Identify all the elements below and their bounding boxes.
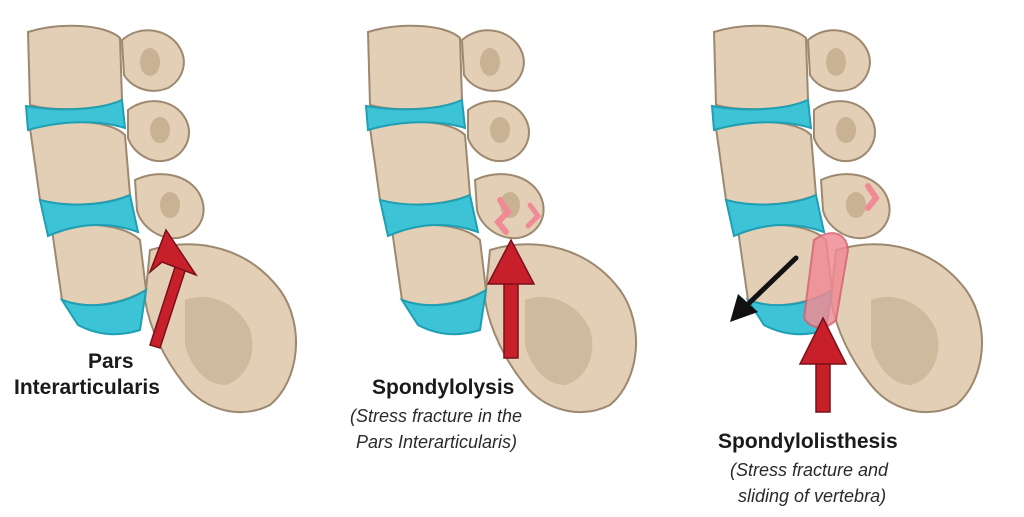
red-arrow-icon	[148, 228, 198, 349]
label-spondylolisthesis-desc-2: sliding of vertebra)	[738, 486, 887, 506]
red-arrow-icon	[486, 238, 536, 359]
label-spondylolisthesis-desc-1: (Stress fracture and	[730, 460, 889, 480]
fracture-mark-icon	[802, 232, 850, 329]
spine-illustration-normal	[25, 24, 298, 414]
label-pars: Pars	[88, 350, 134, 373]
label-spondylolisthesis: Spondylolisthesis	[718, 430, 898, 453]
label-spondylolysis: Spondylolysis	[372, 376, 515, 399]
label-spondylolysis-desc-1: (Stress fracture in the	[350, 406, 523, 426]
label-spondylolysis-desc-2: Pars Interarticularis)	[356, 432, 518, 452]
panel-spondylolisthesis: Spondylolisthesis (Stress fracture and s…	[686, 0, 1024, 517]
fracture-mark-icon	[493, 197, 512, 235]
panel-spondylolysis: Spondylolysis (Stress fracture in the Pa…	[340, 0, 680, 517]
spine-illustration-spondylolysis	[365, 24, 638, 414]
spine-illustration-spondylolisthesis	[711, 24, 984, 414]
label-interarticularis: Interarticularis	[14, 376, 160, 399]
red-arrow-icon	[798, 316, 848, 413]
panel-pars-interarticularis: Pars Interarticularis	[0, 0, 330, 517]
slip-direction-arrow-icon	[730, 255, 799, 322]
